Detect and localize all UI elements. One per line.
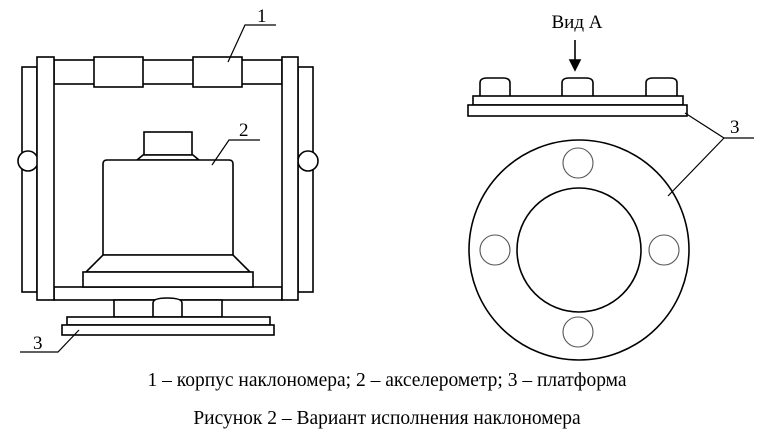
- right-post: [281, 56, 299, 301]
- platform-upper: [66, 316, 271, 326]
- accelerometer-flare: [84, 254, 252, 273]
- bolt-1: [479, 77, 511, 96]
- accelerometer-base: [82, 271, 254, 288]
- front-view: 1 2 3: [17, 6, 319, 354]
- view-a-label: Вид А: [552, 12, 603, 33]
- top-block-right: [192, 56, 243, 88]
- view-arrow-head: [568, 59, 582, 72]
- top-block-left: [93, 56, 144, 88]
- platform-side-upper: [472, 95, 684, 106]
- left-pivot: [17, 150, 39, 172]
- top-bar: [53, 59, 283, 85]
- left-outer-strip: [21, 66, 38, 293]
- mounting-holes: [479, 147, 680, 348]
- hole-bottom: [562, 316, 594, 348]
- housing: [17, 56, 319, 301]
- platform-side-lower: [467, 104, 688, 117]
- hole-left: [479, 234, 511, 266]
- right-pivot: [297, 150, 319, 172]
- accelerometer: [82, 131, 254, 288]
- bolt-3: [645, 77, 678, 96]
- label-2: 2: [239, 120, 249, 141]
- figure-caption: Рисунок 2 – Вариант исполнения наклономе…: [193, 408, 581, 429]
- support-knob: [152, 297, 183, 318]
- accelerometer-connector: [143, 131, 193, 156]
- right-outer-strip: [297, 66, 314, 293]
- leader-lines-right: [667, 112, 754, 197]
- figure-legend: 1 – корпус наклономера; 2 – акселерометр…: [147, 370, 627, 391]
- label-1: 1: [257, 6, 267, 27]
- view-a: Вид А 3: [467, 12, 754, 361]
- bolt-2: [561, 77, 594, 96]
- leader-lines-left: [20, 24, 276, 353]
- left-post: [36, 56, 55, 301]
- platform-ring-inner: [516, 187, 642, 313]
- label-3-right: 3: [730, 117, 740, 138]
- platform-left: [61, 297, 275, 336]
- label-3-left: 3: [33, 333, 43, 354]
- accelerometer-body: [102, 159, 234, 256]
- hole-top: [562, 147, 594, 179]
- hole-right: [648, 234, 680, 266]
- platform-lower: [61, 324, 275, 336]
